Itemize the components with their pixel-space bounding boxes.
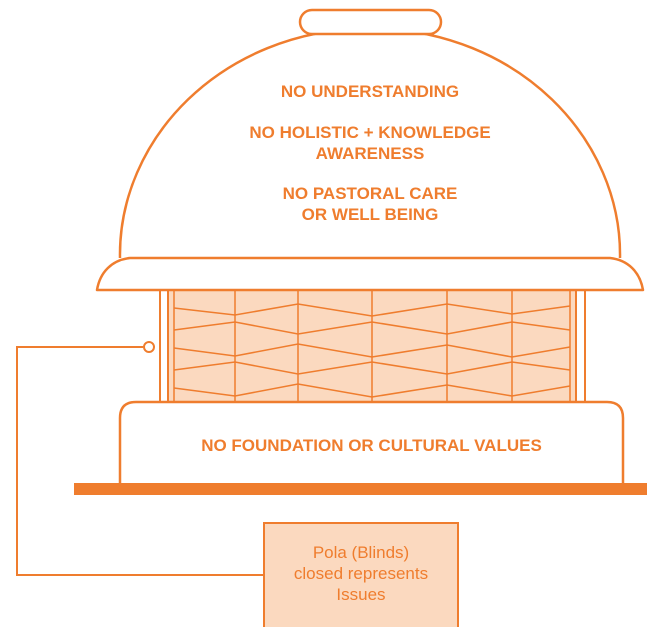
callout-line-1: Pola (Blinds) [312, 543, 410, 562]
callout-box: Pola (Blinds) closed represents Issues [263, 522, 459, 627]
dome-label-pastoral: NO PASTORAL CARE [282, 184, 458, 203]
pola-blinds [159, 289, 586, 409]
dome-label-wellbeing: OR WELL BEING [301, 205, 439, 224]
base-platform [118, 400, 625, 486]
ground-line [74, 483, 647, 495]
dome-knob [298, 8, 443, 36]
dome-label-holistic: NO HOLISTIC + KNOWLEDGE [249, 123, 491, 142]
callout-line-2: closed represents [293, 564, 429, 583]
callout-line-3: Issues [336, 585, 386, 604]
dome-brim [95, 256, 645, 292]
callout-connector [16, 346, 263, 576]
dome-label-awareness: AWARENESS [315, 144, 425, 163]
dome-label-understanding: NO UNDERSTANDING [280, 82, 460, 101]
callout-anchor-dot [143, 341, 155, 353]
base-label: NO FOUNDATION OR CULTURAL VALUES [201, 436, 542, 455]
